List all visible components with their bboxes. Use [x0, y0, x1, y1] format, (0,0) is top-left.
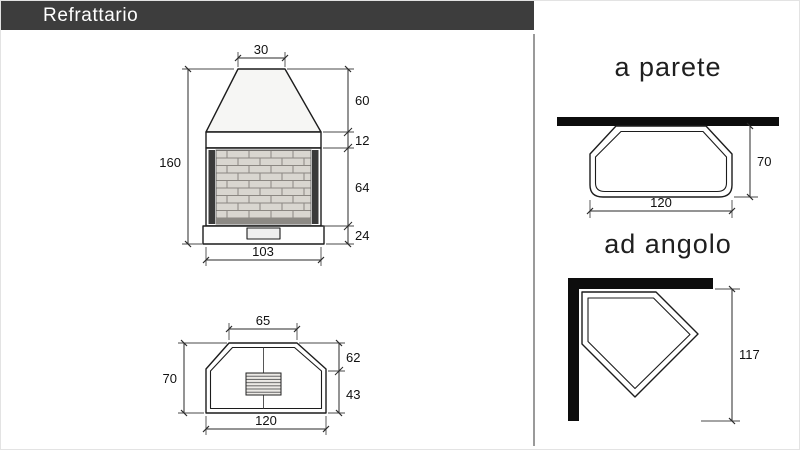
dim-label-base-height: 24 — [355, 228, 369, 243]
plan-grate — [245, 372, 282, 396]
dim-body-width: 103 — [202, 244, 325, 266]
hood-shape — [205, 68, 322, 133]
header-bar: Refrattario — [1, 1, 534, 30]
dim-label-front-width: 120 — [255, 413, 277, 428]
dim-label-lintel-height: 12 — [355, 133, 369, 148]
dim-back-width: 65 — [225, 313, 301, 340]
dim-depth-column: 62 43 — [299, 339, 360, 417]
dim-label-total-height: 160 — [159, 155, 181, 170]
dim-label-top-width: 30 — [254, 42, 268, 57]
dim-wall-width: 120 — [586, 195, 736, 218]
wall-bar — [557, 117, 779, 126]
ash-drawer — [246, 227, 281, 240]
corner-wall-vertical — [568, 278, 579, 421]
firebox-left-column — [208, 150, 215, 224]
dim-label-back-width: 65 — [256, 313, 270, 328]
dim-label-hood-height: 60 — [355, 93, 369, 108]
section-divider — [533, 34, 535, 446]
dim-label-opening-height: 64 — [355, 180, 369, 195]
dim-total-height: 160 — [159, 65, 234, 248]
corner-layout-view — [568, 278, 713, 421]
corner-fireplace-outer — [581, 291, 699, 398]
dim-heights-column: 60 12 64 24 — [287, 65, 369, 248]
dim-label-wall-depth: 70 — [757, 154, 771, 169]
wall-layout-title: a parete — [614, 52, 721, 82]
corner-fireplace-inner — [587, 297, 691, 390]
dim-label-body-width: 103 — [252, 244, 274, 259]
wall-fireplace-inner — [594, 130, 728, 193]
dim-front-width: 120 — [202, 413, 330, 435]
dim-top-width: 30 — [234, 42, 289, 67]
hearth-shadow — [216, 218, 311, 224]
dim-label-corner-side: 117 — [739, 347, 760, 362]
front-elevation-view — [202, 68, 325, 245]
wall-layout-view — [557, 117, 779, 198]
page-title: Refrattario — [43, 4, 139, 26]
wall-fireplace-outer — [589, 125, 733, 198]
dim-label-depth-lower: 43 — [346, 387, 360, 402]
dim-label-total-depth: 70 — [163, 371, 177, 386]
dim-wall-depth: 70 — [734, 122, 771, 201]
refractory-bricks — [215, 149, 312, 225]
plan-view — [205, 342, 327, 414]
firebox-right-column — [312, 150, 319, 224]
corner-layout-title: ad angolo — [604, 229, 732, 259]
dim-total-depth: 70 — [163, 339, 227, 417]
dim-label-wall-width: 120 — [650, 195, 672, 210]
dim-corner-side: 117 — [701, 285, 760, 425]
plan-inner-outline — [209, 346, 323, 410]
corner-wall-horizontal — [568, 278, 713, 289]
dim-label-depth-upper: 62 — [346, 350, 360, 365]
lintel-shape — [205, 131, 322, 149]
